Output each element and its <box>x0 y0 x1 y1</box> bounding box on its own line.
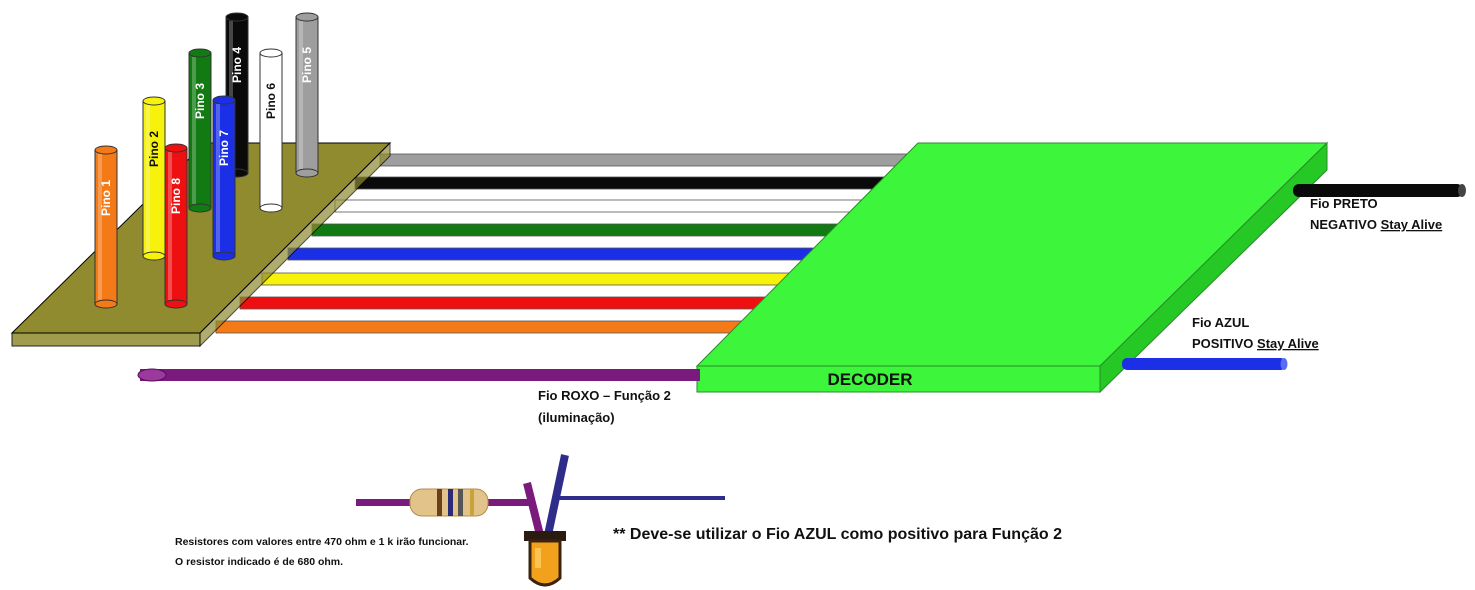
wire-6 <box>261 272 806 286</box>
pin-label: Pino 6 <box>264 83 278 119</box>
pin-label: Pino 7 <box>217 130 231 166</box>
black-wire-label-2: NEGATIVO Stay Alive <box>1310 217 1442 232</box>
resistor-icon <box>409 488 489 517</box>
blue-wire-label-1: Fio AZUL <box>1192 315 1249 330</box>
wire-2 <box>354 176 906 190</box>
purple-wire <box>137 368 700 382</box>
pin-label: Pino 8 <box>169 178 183 214</box>
pin-cylinders: Pino 4 Pino 5 Pino 3 Pino 6 Pino 2 Pino 7 Pino… <box>94 12 319 309</box>
wire-4 <box>311 223 856 237</box>
pin-5: Pino 7 <box>212 95 236 261</box>
wire-5 <box>287 247 831 261</box>
purple-wire-label-1: Fio ROXO – Função 2 <box>538 388 671 403</box>
pin-8: Pino 5 <box>295 12 319 178</box>
wire-7 <box>239 296 781 310</box>
wire-8 <box>215 320 761 334</box>
pin-3: Pino 8 <box>164 143 188 309</box>
blue-wire <box>1122 358 1288 370</box>
pin-label: Pino 2 <box>147 131 161 167</box>
purple-wire-label-2: (iluminação) <box>538 410 615 425</box>
pin-2: Pino 2 <box>142 96 166 261</box>
pin-label: Pino 1 <box>99 180 113 216</box>
pin-label: Pino 5 <box>300 47 314 83</box>
pin-7: Pino 6 <box>259 48 283 213</box>
connector-cap-icon <box>524 531 566 587</box>
pin-4: Pino 3 <box>188 48 212 213</box>
black-wire-label-1: Fio PRETO <box>1310 196 1378 211</box>
decoder-block: DECODER <box>695 141 1329 394</box>
pin-1: Pino 1 <box>94 145 118 309</box>
wire-1 <box>379 153 931 167</box>
decoder-label: DECODER <box>827 370 912 389</box>
resistor-note-line-2: O resistor indicado é de 680 ohm. <box>175 556 343 568</box>
pin-6: Pino 4 <box>225 12 249 178</box>
black-wire <box>1293 184 1466 197</box>
resistor-note-line-1: Resistores com valores entre 470 ohm e 1… <box>175 536 469 548</box>
wire-3 <box>334 199 881 213</box>
pin-label: Pino 3 <box>193 83 207 119</box>
pin-label: Pino 4 <box>230 47 244 83</box>
blue-wire-label-2: POSITIVO Stay Alive <box>1192 336 1319 351</box>
blue-positive-note: ** Deve-se utilizar o Fio AZUL como posi… <box>613 526 1062 543</box>
resistor-assembly <box>356 454 725 587</box>
